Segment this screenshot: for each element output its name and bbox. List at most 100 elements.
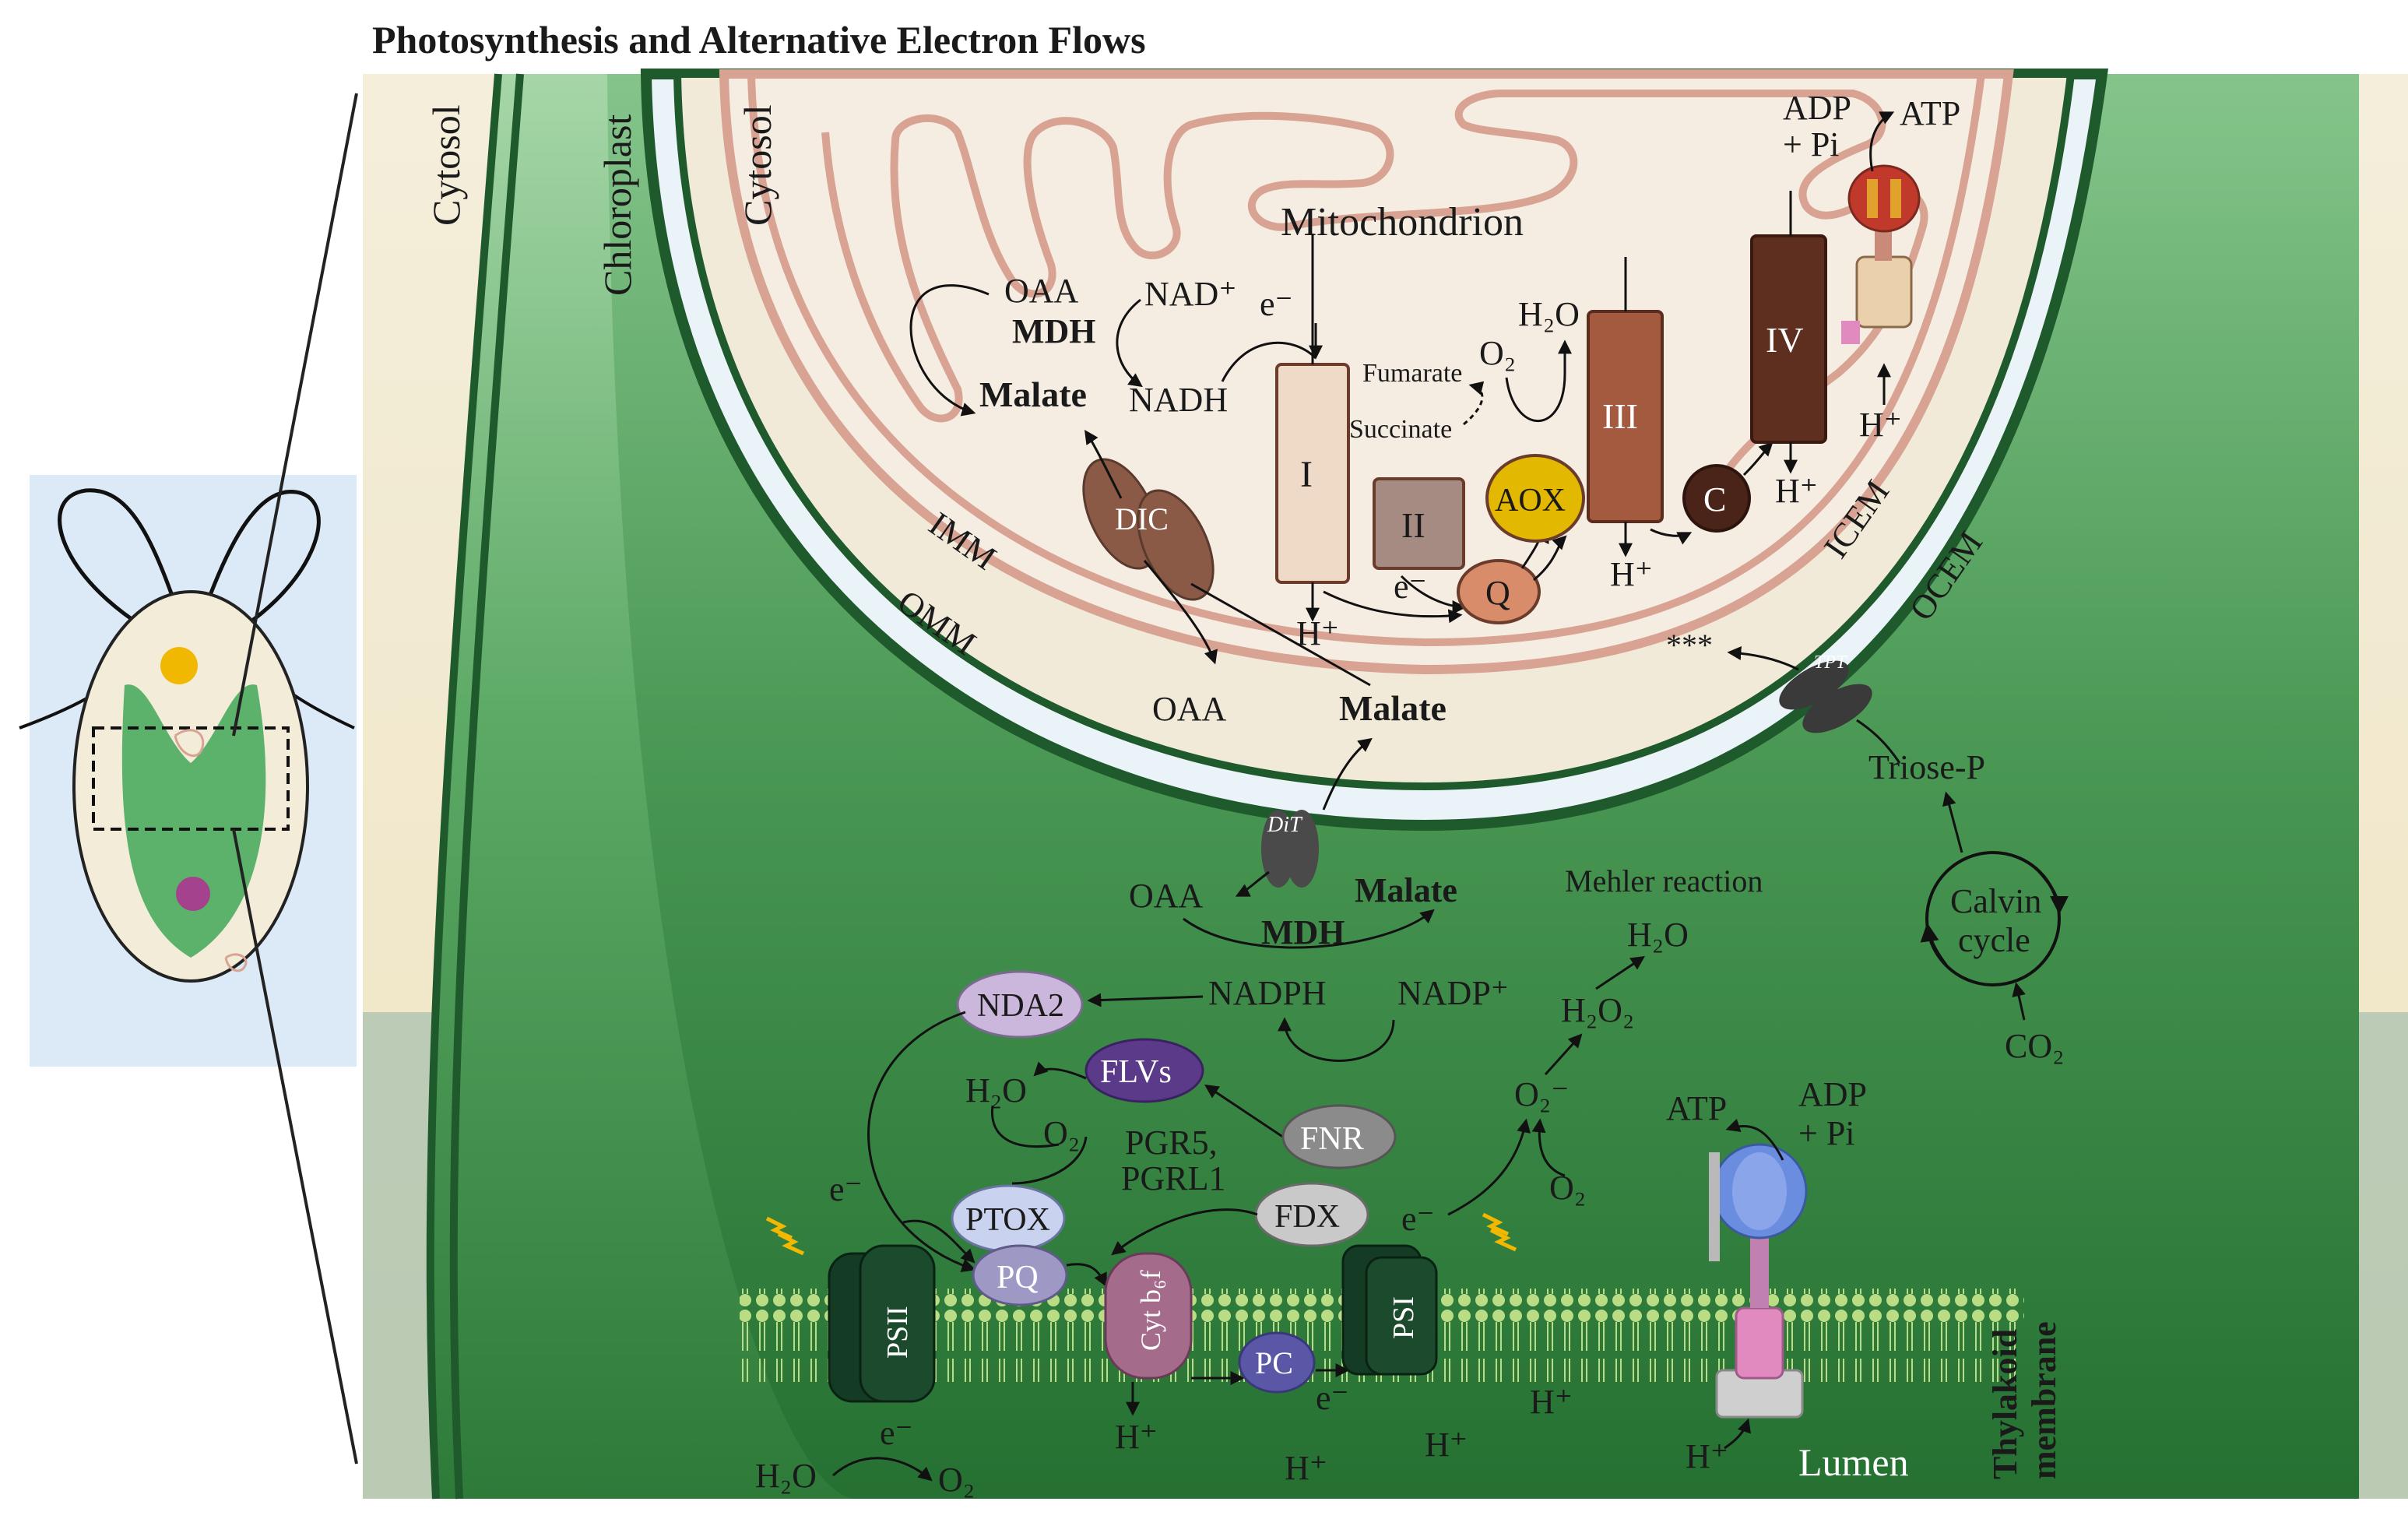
mehler-o2: O₂ <box>1549 1169 1586 1207</box>
mito-e-minus-2: e⁻ <box>1394 568 1427 606</box>
h-plus-lumen-3: H⁺ <box>1530 1383 1573 1421</box>
cp-atp: ATP <box>1666 1089 1727 1127</box>
stroma-nadph: NADPH <box>1208 974 1327 1012</box>
water-split-arrow <box>832 1457 933 1482</box>
light-icon-psi <box>1482 1212 1517 1252</box>
mito-h-plus-4: H⁺ <box>1859 406 1902 444</box>
nda2 <box>956 970 1084 1039</box>
dit-transporter <box>1261 810 1319 888</box>
flv-o2-loop <box>990 1105 1060 1148</box>
aox <box>1485 454 1585 543</box>
o2minus-to-h2o2-arrow <box>1544 1033 1583 1076</box>
water-o2: O₂ <box>938 1461 975 1499</box>
iii-to-c-arrow <box>1650 528 1693 545</box>
envelope-oaa: OAA <box>1152 690 1227 728</box>
outer-edge-left <box>363 1012 436 1499</box>
mito-nadh: NADH <box>1129 381 1228 419</box>
cytb6f <box>1104 1252 1193 1380</box>
mito-h-plus-3: H⁺ <box>1775 472 1818 510</box>
pq-to-cyt-arrow <box>1066 1263 1107 1288</box>
cp-adp-pi: + Pi <box>1798 1114 1855 1152</box>
h-plus-lumen-1: H⁺ <box>1285 1449 1327 1487</box>
figure-title: Photosynthesis and Alternative Electron … <box>372 18 1146 62</box>
label-lumen: Lumen <box>1798 1440 1909 1484</box>
h-plus-lumen-2: H⁺ <box>1425 1426 1468 1464</box>
complex-iv-label: IV <box>1766 320 1804 360</box>
mito-h-plus-2: H⁺ <box>1610 555 1653 593</box>
flvs <box>1084 1038 1204 1103</box>
complex-ii-label: II <box>1401 505 1425 545</box>
calvin-arrow-2 <box>1920 923 1948 967</box>
dic-to-oaa-arrow <box>1143 560 1218 665</box>
label-cytosol-outer: Cytosol <box>424 104 468 226</box>
pgr5-label: PGR5, <box>1125 1123 1218 1162</box>
pgrl1-label: PGRL1 <box>1121 1159 1225 1197</box>
pq-label: PQ <box>997 1260 1039 1296</box>
triose-p: Triose-P <box>1868 748 1985 786</box>
mehler-h2o: H₂O <box>1627 916 1689 954</box>
triose-to-tpt-line <box>1856 719 1901 764</box>
dic-to-malate-arrow <box>1084 430 1123 499</box>
mehler-h2o2: H₂O₂ <box>1561 991 1634 1029</box>
co2-to-calvin-arrow <box>2012 982 2026 1021</box>
mito-nad-to-nadh-arrow <box>1116 298 1143 388</box>
e-minus-pc: e⁻ <box>1316 1379 1349 1417</box>
psii-complex <box>828 1244 936 1403</box>
inset-flagellum-right <box>192 490 321 649</box>
light-icon-psii <box>765 1216 805 1256</box>
inset-mito-icon-2 <box>224 953 248 972</box>
water-h2o: H₂O <box>755 1457 817 1495</box>
fdx-to-flvs-arrow <box>1204 1085 1289 1142</box>
cp-atp-synthase <box>1709 1143 1808 1419</box>
flv-o2-line <box>1011 1136 1088 1185</box>
h-to-atp-synthase-arrow <box>1724 1418 1751 1450</box>
stroma-mdh-arrow <box>1183 909 1435 949</box>
mitochondrion-inner-membrane <box>747 73 1985 647</box>
dit-to-oaa-arrow <box>1235 870 1270 897</box>
fnr-nadp-arrow <box>1278 1017 1395 1062</box>
mito-nad-plus: NAD⁺ <box>1144 275 1237 313</box>
q-label: Q <box>1485 574 1510 612</box>
calvin-line2: cycle <box>1958 921 2030 959</box>
inset-mito-icon <box>174 729 205 758</box>
mito-atp-synthase <box>1841 164 1921 344</box>
zoom-line-top <box>232 93 358 737</box>
flvs-label: FLVs <box>1100 1054 1172 1090</box>
psi-to-o2minus-arrow <box>1447 1118 1531 1216</box>
cytochrome-c <box>1682 464 1751 533</box>
label-membrane: membrane <box>2025 1321 2063 1479</box>
co2: CO₂ <box>2005 1027 2064 1065</box>
inset-chloroplast <box>121 684 266 958</box>
e-minus-water: e⁻ <box>880 1414 913 1452</box>
tpt-label: TPT <box>1814 652 1847 673</box>
calvin-line1: Calvin <box>1950 882 2041 920</box>
aox-o2-h2o-arrow <box>1505 339 1572 422</box>
inset-zoom-box <box>92 726 290 831</box>
label-cytosol-inner: Cytosol <box>736 104 779 226</box>
complex-i-label: I <box>1300 454 1313 495</box>
c-to-iv-arrow <box>1742 441 1773 476</box>
complex-iv <box>1750 234 1827 444</box>
cytb6f-label: Cyt b₆f <box>1135 1270 1166 1351</box>
calvin-cycle-ring <box>1925 851 2061 986</box>
c-label: C <box>1703 480 1726 519</box>
fdx-label: FDX <box>1274 1199 1340 1235</box>
dit-to-malate-arrow <box>1322 737 1373 810</box>
dic-to-malate-line <box>1190 582 1371 687</box>
inset-flagellum-left <box>58 488 189 649</box>
psii-to-pq-arrow <box>902 1219 976 1264</box>
mito-malate: Malate <box>979 374 1087 414</box>
mehler-o2-minus: O₂⁻ <box>1514 1075 1569 1113</box>
complex-i-to-q-arrow <box>1323 590 1463 624</box>
flv-to-h2o-arrow <box>1033 1061 1087 1080</box>
mito-adp-pi: + Pi <box>1783 125 1840 164</box>
complex-i <box>1275 363 1350 584</box>
mito-adp: ADP <box>1783 89 1851 127</box>
nda2-label: NDA2 <box>977 988 1064 1024</box>
q-to-iii-arrow <box>1533 535 1567 582</box>
label-chloroplast: Chloroplast <box>596 114 639 296</box>
mito-adp-to-atp-arrow <box>1869 111 1895 172</box>
h2o2-to-h2o-arrow <box>1595 956 1645 990</box>
psii-label: PSII <box>881 1306 914 1359</box>
